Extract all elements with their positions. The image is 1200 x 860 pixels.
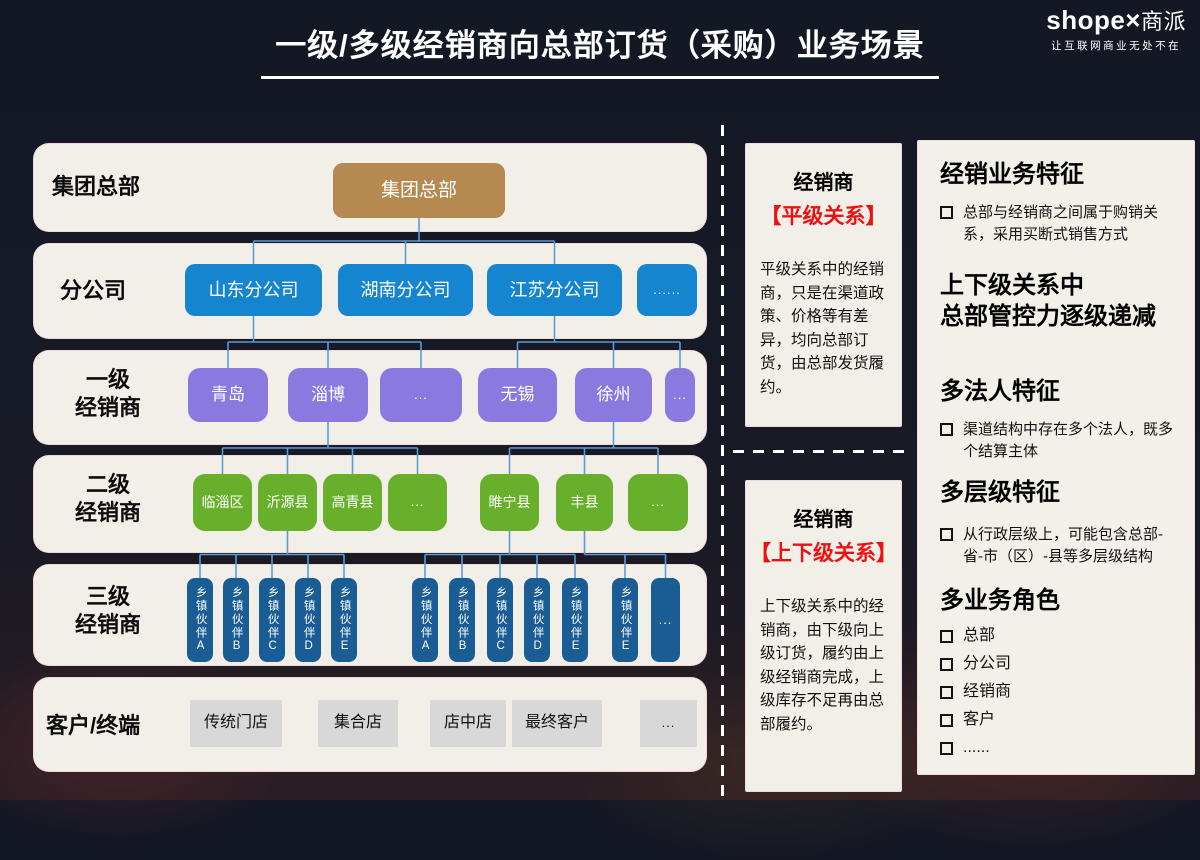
org-box-level2-more: ...: [628, 474, 688, 531]
logo-brand-cn: 商派: [1140, 9, 1186, 34]
org-box-level3-more: ...: [651, 578, 680, 662]
square-bullet-icon: [940, 714, 953, 728]
org-box-partner-a: 乡镇伙伴A: [412, 578, 438, 662]
org-box-xuzhou: 徐州: [575, 368, 652, 422]
features-panel: 经销业务特征 总部与经销商之间属于购销关系，采用买断式销售方式 上下级关系中 总…: [917, 140, 1195, 775]
note-relation-badge: 【上下级关系】: [750, 542, 897, 565]
org-box-final-customer: 最终客户: [512, 700, 602, 747]
org-box-hunan-branch: 湖南分公司: [338, 264, 473, 316]
org-box-partner-d: 乡镇伙伴D: [295, 578, 321, 662]
row-label-level3: 三级 经销商: [74, 584, 141, 638]
square-bullet-icon: [940, 527, 953, 541]
logo-tagline: 让互联网商业无处不在: [1051, 39, 1182, 52]
org-box-yiyuan: 沂源县: [258, 474, 317, 531]
org-box-partner-b: 乡镇伙伴B: [223, 578, 249, 662]
org-box-level2-more: ...: [388, 474, 447, 531]
row-label-level1: 一级 经销商: [74, 367, 141, 421]
note-body: 上下级关系中的经销商，由下级向上级订货，履约由上级经销商完成，上级库存不足再由总…: [760, 598, 885, 733]
org-box-traditional-store: 传统门店: [190, 700, 282, 747]
org-box-level1-more: ...: [665, 368, 695, 422]
dashed-divider-vertical: [721, 125, 724, 797]
square-bullet-icon: [940, 742, 953, 756]
org-box-partner-e: 乡镇伙伴E: [562, 578, 588, 662]
square-bullet-icon: [940, 657, 953, 671]
org-box-level1-more: ...: [380, 368, 462, 422]
note-title: 经销商: [793, 172, 854, 194]
role-item: ......: [940, 738, 1174, 757]
org-box-group-hq: 集团总部: [333, 163, 505, 218]
org-box-partner-d: 乡镇伙伴D: [524, 578, 550, 662]
role-item: 分公司: [940, 654, 1174, 673]
note-relation-badge: 【平级关系】: [760, 205, 887, 228]
org-box-qingdao: 青岛: [188, 368, 268, 422]
feature-heading-multi-level: 多层级特征: [940, 478, 1060, 506]
org-box-partner-c: 乡镇伙伴C: [487, 578, 513, 662]
role-item: 客户: [940, 710, 1174, 729]
square-bullet-icon: [940, 206, 953, 220]
org-box-partner-a: 乡镇伙伴A: [187, 578, 213, 662]
org-box-collection-store: 集合店: [318, 700, 398, 747]
org-box-suining: 睢宁县: [480, 474, 539, 531]
org-box-gaoqing: 高青县: [323, 474, 382, 531]
header: 一级/多级经销商向总部订货（采购）业务场景: [0, 20, 1200, 79]
feature-heading-business: 经销业务特征: [940, 161, 1084, 188]
org-box-linzi: 临淄区: [193, 474, 252, 531]
square-bullet-icon: [940, 629, 953, 643]
logo-brand: shope×: [1046, 5, 1141, 35]
row-label-terminal: 客户/终端: [46, 713, 141, 738]
org-box-zibo: 淄博: [288, 368, 368, 422]
org-box-partner-e: 乡镇伙伴E: [612, 578, 638, 662]
dashed-divider-horizontal: [733, 450, 909, 453]
org-box-branch-more: ......: [637, 264, 697, 316]
row-label-branch: 分公司: [60, 278, 127, 303]
note-title: 经销商: [793, 509, 854, 531]
slide-title: 一级/多级经销商向总部订货（采购）业务场景: [261, 20, 939, 79]
org-box-terminal-more: ...: [640, 700, 697, 747]
org-box-partner-c: 乡镇伙伴C: [259, 578, 285, 662]
org-box-shandong-branch: 山东分公司: [185, 264, 322, 316]
org-box-fengxian: 丰县: [556, 474, 613, 531]
feature-heading-control: 上下级关系中 总部管控力逐级递减: [940, 271, 1156, 330]
role-item: 经销商: [940, 682, 1174, 701]
square-bullet-icon: [940, 686, 953, 699]
shopex-logo: shope×商派 让互联网商业无处不在: [1046, 6, 1186, 53]
role-item: 总部: [940, 626, 1174, 645]
org-box-partner-e: 乡镇伙伴E: [331, 578, 357, 662]
note-body: 平级关系中的经销商，只是在渠道政策、价格等有差异，均向总部订货，由总部发货履约。: [760, 261, 885, 396]
org-row-panel-level3: [33, 564, 707, 666]
square-bullet-icon: [940, 423, 953, 437]
row-label-level2: 二级 经销商: [74, 472, 141, 526]
note-panel-peer: 经销商 【平级关系】 平级关系中的经销商，只是在渠道政策、价格等有差异，均向总部…: [745, 143, 902, 427]
org-box-jiangsu-branch: 江苏分公司: [487, 264, 622, 316]
feature-bullet: 从行政层级上，可能包含总部-省-市（区）-县等多层级结构: [940, 524, 1174, 568]
feature-bullet: 总部与经销商之间属于购销关系，采用买断式销售方式: [940, 202, 1174, 246]
feature-bullet: 渠道结构中存在多个法人，既多个结算主体: [940, 419, 1174, 463]
feature-heading-multi-entity: 多法人特征: [940, 378, 1060, 406]
org-box-wuxi: 无锡: [478, 368, 557, 422]
org-box-partner-b: 乡镇伙伴B: [449, 578, 475, 662]
note-panel-hierarchy: 经销商 【上下级关系】 上下级关系中的经销商，由下级向上级订货，履约由上级经销商…: [745, 480, 902, 792]
feature-heading-multi-role: 多业务角色: [940, 587, 1060, 615]
org-box-store-in-store: 店中店: [430, 700, 506, 747]
row-label-hq: 集团总部: [52, 174, 141, 199]
